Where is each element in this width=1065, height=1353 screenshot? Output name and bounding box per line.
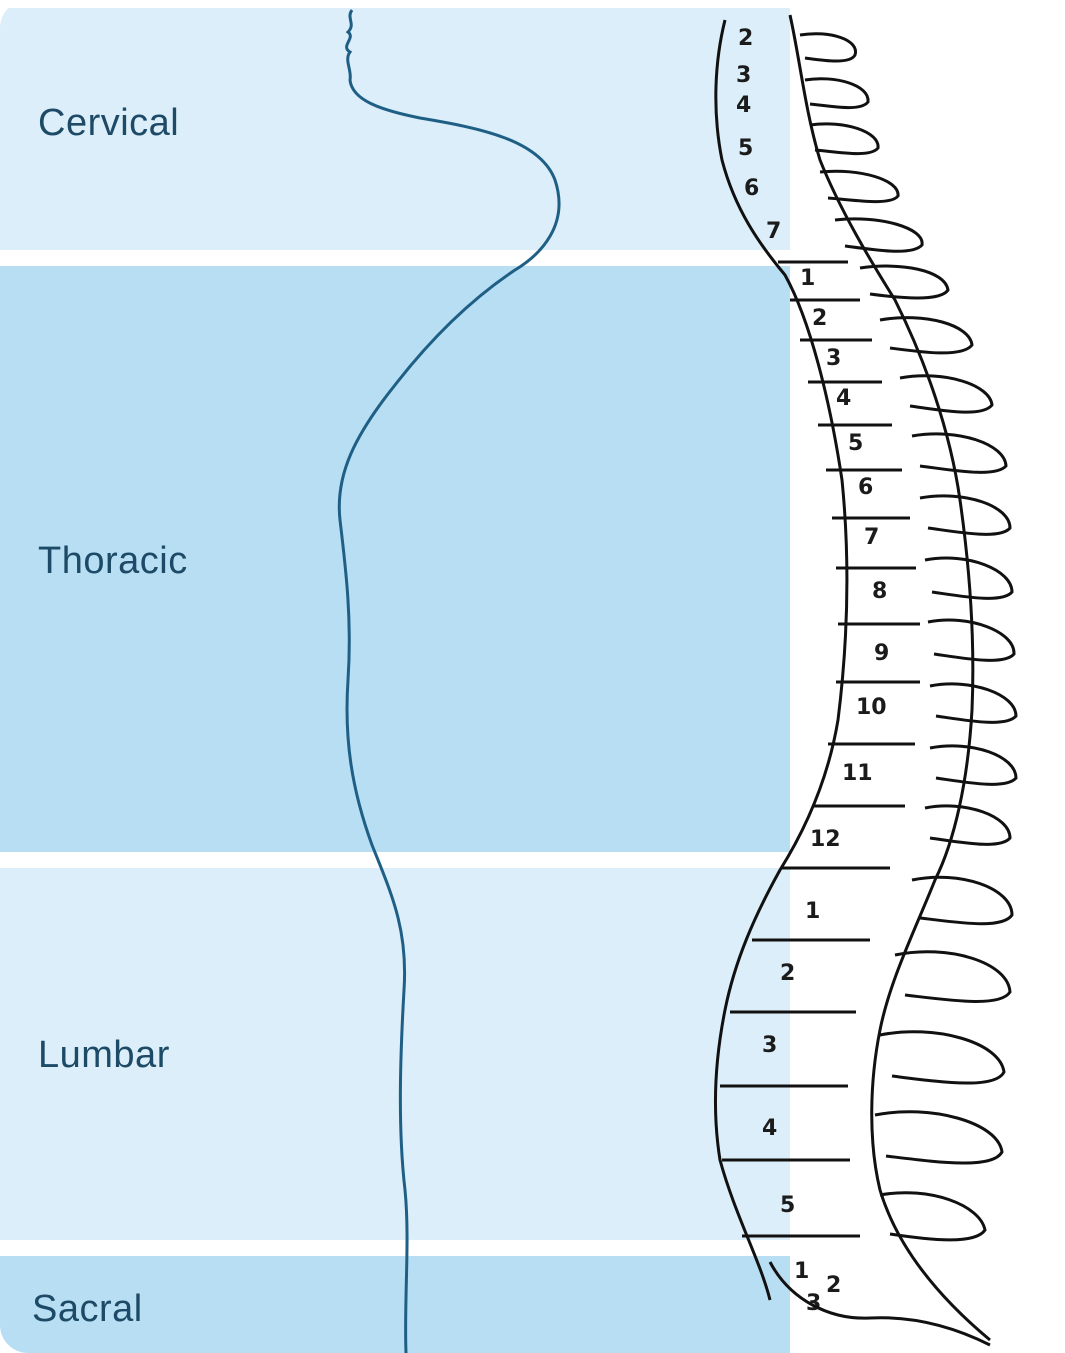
vertebra-number-c7: 7	[766, 219, 781, 244]
lumbar-label: Lumbar	[38, 1034, 170, 1077]
vertebra-number-t3: 3	[826, 346, 841, 371]
vertebra-number-t11: 11	[842, 761, 873, 786]
vertebra-number-c4: 4	[736, 93, 751, 118]
spinous-processes	[800, 34, 1016, 1240]
vertebra-number-t12: 12	[810, 827, 841, 852]
vertebra-number-c3: 3	[736, 63, 751, 88]
vertebra-number-t8: 8	[872, 579, 887, 604]
vertebra-number-t7: 7	[864, 525, 879, 550]
vertebra-number-l3: 3	[762, 1033, 777, 1058]
vertebra-dividers	[720, 262, 920, 1236]
vertebra-number-s1: 1	[794, 1259, 809, 1284]
vertebra-number-t2: 2	[812, 306, 827, 331]
vertebra-number-l2: 2	[780, 961, 795, 986]
vertebra-number-l1: 1	[805, 899, 820, 924]
spine-front-edge	[715, 20, 847, 1300]
vertebra-number-t5: 5	[848, 431, 863, 456]
vertebra-number-c5: 5	[738, 136, 753, 161]
vertebra-number-c6: 6	[744, 176, 759, 201]
vertebra-number-c2: 2	[738, 26, 753, 51]
vertebra-number-s2: 2	[826, 1273, 841, 1298]
vertebra-number-t9: 9	[874, 641, 889, 666]
thoracic-vertebra-numbers: 1 2 3 4 5 6 7 8 9 10 11 12	[800, 266, 889, 852]
sacral-label: Sacral	[32, 1288, 143, 1331]
lumbar-vertebra-numbers: 1 2 3 4 5	[762, 899, 820, 1218]
vertebra-number-t1: 1	[800, 266, 815, 291]
vertebra-number-l5: 5	[780, 1193, 795, 1218]
vertebra-number-t6: 6	[858, 475, 873, 500]
vertebra-number-t4: 4	[836, 386, 851, 411]
spine-back-edge	[790, 15, 990, 1340]
vertebra-number-l4: 4	[762, 1116, 777, 1141]
thoracic-label: Thoracic	[38, 540, 188, 583]
vertebra-number-t10: 10	[856, 695, 887, 720]
cervical-label: Cervical	[38, 102, 179, 145]
body-profile-outline	[339, 10, 559, 1353]
